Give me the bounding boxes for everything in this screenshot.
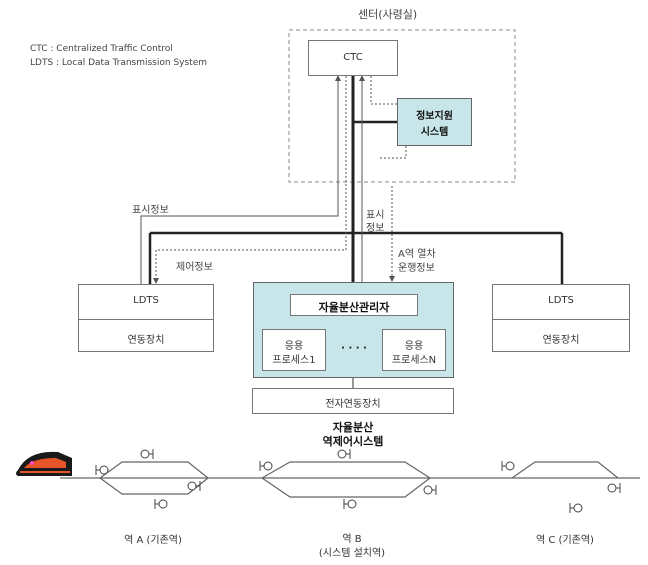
manager-title-box: 자율분산관리자 bbox=[290, 294, 418, 316]
station-b-label-line2: (시스템 설치역) bbox=[318, 548, 386, 559]
ctc-box: CTC bbox=[308, 40, 398, 76]
process-n: 응용 프로세스N bbox=[382, 329, 446, 371]
process-n-line2: 프로세스N bbox=[391, 355, 437, 366]
manager-title: 자율분산관리자 bbox=[318, 301, 390, 314]
station-c-label: 역 C (기존역) bbox=[536, 535, 594, 546]
station-b-label-line1: 역 B bbox=[342, 534, 362, 545]
process-1-line2: 프로세스1 bbox=[272, 355, 316, 366]
info-system-line1: 정보지원 bbox=[416, 111, 453, 122]
ldts-right: LDTS 연동장치 bbox=[492, 284, 630, 352]
process-dots: · · · · bbox=[341, 343, 367, 354]
display-info-2-line2: 정보 bbox=[366, 223, 385, 234]
control-info-label: 제어정보 bbox=[176, 262, 213, 273]
a-station-info-line2: 운행정보 bbox=[398, 263, 435, 274]
display-info-2-line1: 표시 bbox=[366, 210, 385, 221]
center-title: 센터(사령실) bbox=[358, 8, 418, 21]
process-n-line1: 응용 bbox=[404, 341, 424, 352]
legend: CTC : Centralized Traffic Control LDTS :… bbox=[30, 42, 207, 70]
legend-ldts: LDTS : Local Data Transmission System bbox=[30, 58, 208, 68]
electronic-interlock-box: 전자연동장치 bbox=[252, 388, 454, 414]
legend-ctc: CTC : Centralized Traffic Control bbox=[30, 44, 173, 54]
system-name-line2: 역제어시스템 bbox=[322, 435, 384, 448]
center-frame bbox=[288, 29, 516, 183]
electronic-interlock-label: 전자연동장치 bbox=[325, 399, 381, 410]
info-system-line2: 시스템 bbox=[420, 127, 449, 138]
system-name-line1: 자율분산 bbox=[332, 421, 374, 434]
ldts-right-title: LDTS bbox=[548, 295, 574, 306]
ldts-left: LDTS 연동장치 bbox=[78, 284, 214, 352]
autonomous-manager-panel: 자율분산관리자 응용 프로세스1 · · · · 응용 프로세스N bbox=[253, 282, 454, 378]
process-1-line1: 응용 bbox=[284, 341, 304, 352]
info-support-system: 정보지원 시스템 bbox=[397, 98, 472, 146]
process-1: 응용 프로세스1 bbox=[262, 329, 326, 371]
train-icon bbox=[16, 451, 72, 476]
a-station-info-line1: A역 열차 bbox=[398, 249, 436, 260]
ldts-left-sub: 연동장치 bbox=[127, 335, 165, 346]
ldts-right-sub: 연동장치 bbox=[542, 335, 580, 346]
ldts-left-title: LDTS bbox=[133, 295, 159, 306]
station-a-label: 역 A (기존역) bbox=[124, 535, 182, 546]
display-info-label: 표시정보 bbox=[132, 205, 169, 216]
ctc-label: CTC bbox=[343, 52, 363, 63]
